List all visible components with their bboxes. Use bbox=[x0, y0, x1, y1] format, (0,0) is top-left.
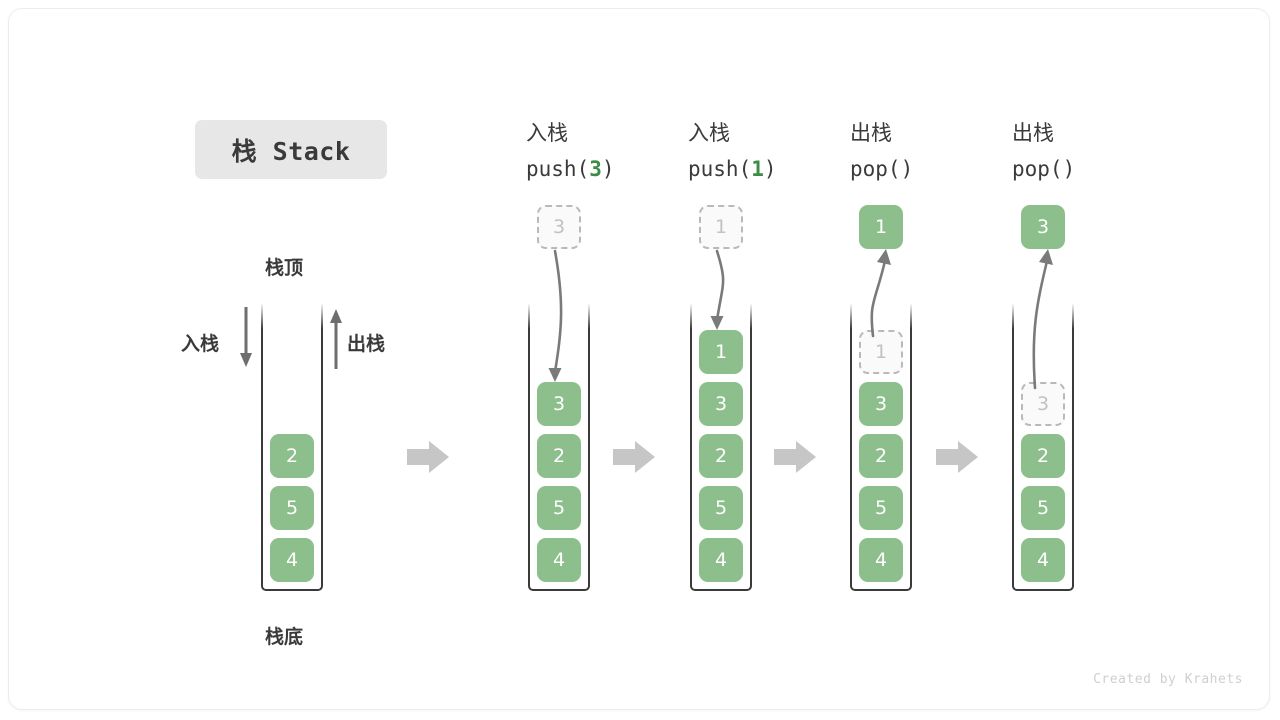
call-suffix: ) bbox=[900, 157, 914, 181]
call-prefix: pop( bbox=[850, 157, 901, 181]
stack-block-ghost: 1 bbox=[859, 330, 903, 374]
stack-block: 2 bbox=[270, 434, 314, 478]
popped-block: 1 bbox=[859, 205, 903, 249]
stack-block: 5 bbox=[1021, 486, 1065, 530]
column-header: 出栈 pop() bbox=[1012, 115, 1075, 187]
stack-block: 2 bbox=[699, 434, 743, 478]
stack-bottom-label: 栈底 bbox=[265, 626, 304, 648]
stack-block: 2 bbox=[537, 434, 581, 478]
stack-block: 4 bbox=[859, 538, 903, 582]
pop-motion-arrow-icon bbox=[1032, 249, 1053, 390]
call-prefix: pop( bbox=[1012, 157, 1063, 181]
call-argument: 3 bbox=[589, 157, 602, 181]
column-operation-label: 入栈 bbox=[688, 121, 730, 145]
stack-block: 2 bbox=[859, 434, 903, 478]
column-call-signature: pop() bbox=[850, 151, 913, 187]
stack-top-label: 栈顶 bbox=[265, 257, 304, 279]
column-header: 出栈 pop() bbox=[850, 115, 913, 187]
push-motion-arrow-icon bbox=[548, 249, 563, 382]
stack-block: 4 bbox=[270, 538, 314, 582]
credit-text: Created by Krahets bbox=[1093, 672, 1243, 687]
call-suffix: ) bbox=[763, 157, 777, 181]
column-operation-label: 出栈 bbox=[1012, 121, 1054, 145]
column-operation-label: 出栈 bbox=[850, 121, 892, 145]
stack-block-ghost: 3 bbox=[1021, 382, 1065, 426]
column-call-signature: push(1) bbox=[688, 151, 777, 187]
push-direction-arrow-icon bbox=[240, 307, 252, 367]
stack-block: 5 bbox=[537, 486, 581, 530]
step-arrow-icon-3 bbox=[774, 441, 816, 473]
stack-block: 4 bbox=[699, 538, 743, 582]
step-arrow-icon-1 bbox=[407, 441, 449, 473]
stack-block: 5 bbox=[270, 486, 314, 530]
popped-block: 3 bbox=[1021, 205, 1065, 249]
column-header: 入栈 push(1) bbox=[688, 115, 777, 187]
stack-block: 2 bbox=[1021, 434, 1065, 478]
page-title-badge: 栈 Stack bbox=[195, 120, 387, 179]
call-suffix: ) bbox=[601, 157, 615, 181]
call-suffix: ) bbox=[1062, 157, 1076, 181]
call-prefix: push( bbox=[526, 157, 590, 181]
call-prefix: push( bbox=[688, 157, 752, 181]
call-argument: 1 bbox=[751, 157, 764, 181]
step-arrow-icon-2 bbox=[613, 441, 655, 473]
pop-direction-arrow-icon bbox=[330, 309, 342, 369]
step-arrow-icon-4 bbox=[936, 441, 978, 473]
stack-block: 5 bbox=[859, 486, 903, 530]
pop-motion-arrow-icon bbox=[870, 249, 891, 338]
column-call-signature: push(3) bbox=[526, 151, 615, 187]
push-motion-arrow-icon bbox=[710, 249, 725, 330]
stack-block: 3 bbox=[537, 382, 581, 426]
stack-block: 3 bbox=[699, 382, 743, 426]
stack-block: 4 bbox=[537, 538, 581, 582]
pending-block-ghost: 1 bbox=[699, 205, 743, 249]
stack-block: 1 bbox=[699, 330, 743, 374]
initial-stack-container bbox=[261, 303, 323, 591]
pending-block-ghost: 3 bbox=[537, 205, 581, 249]
pop-direction-label: 出栈 bbox=[347, 333, 386, 355]
column-operation-label: 入栈 bbox=[526, 121, 568, 145]
push-direction-label: 入栈 bbox=[181, 333, 220, 355]
stack-block: 5 bbox=[699, 486, 743, 530]
column-call-signature: pop() bbox=[1012, 151, 1075, 187]
stack-block: 3 bbox=[859, 382, 903, 426]
column-header: 入栈 push(3) bbox=[526, 115, 615, 187]
stack-block: 4 bbox=[1021, 538, 1065, 582]
